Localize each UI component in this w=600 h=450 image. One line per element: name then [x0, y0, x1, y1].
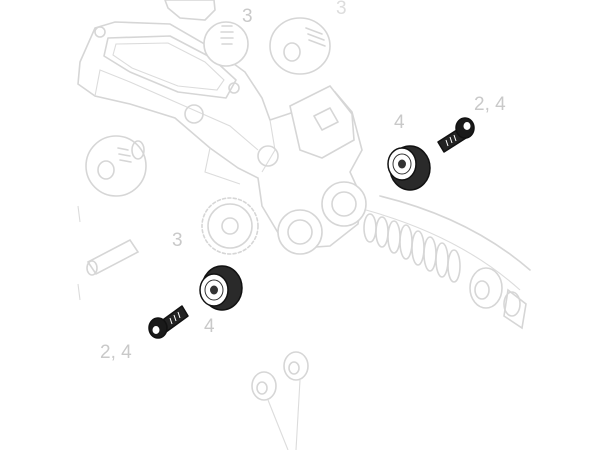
right-end-cap-face [503, 291, 521, 317]
lever-boss [184, 104, 204, 124]
callout-top-b: 3 [336, 0, 347, 19]
left-edge-fragment-1 [77, 205, 81, 223]
right-end-cap [503, 288, 527, 330]
left-bleed-thread [117, 147, 132, 163]
callout-right-washer: 4 [394, 112, 405, 133]
ghosted-assembly [77, 0, 531, 450]
top-knob [164, 0, 216, 21]
body-contour-2 [204, 147, 241, 185]
adjuster-gear-rim [207, 203, 253, 249]
left-small-washer [131, 140, 145, 160]
body-boss [257, 145, 279, 167]
left-edge-fragment-2 [77, 283, 81, 301]
return-spring [363, 213, 461, 283]
bolt-lower-left [148, 305, 189, 339]
bottom-bushing-b-inner [256, 381, 268, 395]
bolt-upper-right [437, 117, 475, 153]
reservoir-screw-2 [228, 82, 240, 94]
push-rod [379, 195, 531, 271]
top-right-plug-thread [305, 27, 326, 47]
washer-upper-right [387, 145, 431, 191]
bottom-bushing-b [251, 371, 277, 401]
highlighted-parts [148, 117, 475, 339]
pivot-ear-lower [277, 209, 323, 255]
left-bleed-port [85, 135, 147, 197]
body-contour-1 [94, 69, 259, 151]
callout-top-a: 3 [242, 6, 253, 27]
pivot-ear-upper-hole [331, 191, 357, 217]
reservoir-window-inner [112, 42, 225, 91]
pivot-ear-lower-hole [287, 219, 313, 245]
pivot-ear-upper [321, 181, 367, 227]
callout-left-three: 3 [172, 230, 183, 251]
left-bleed-port-inner [97, 160, 115, 180]
callout-left-washer: 4 [204, 316, 215, 337]
adjuster-gear [201, 197, 259, 255]
top-screw-thread [220, 25, 234, 45]
bottom-guide-lines [267, 379, 301, 450]
bottom-bushing-a [283, 351, 309, 381]
left-pin [86, 238, 140, 276]
left-pin-end [86, 260, 98, 276]
reservoir-window [103, 35, 237, 99]
bracket-tab [289, 84, 355, 159]
washer-lower-left [199, 265, 243, 311]
top-right-plug-inner [283, 42, 301, 62]
callout-left-bolt: 2, 4 [100, 342, 132, 363]
callout-right-bolt: 2, 4 [474, 94, 506, 115]
reservoir-screw [94, 26, 106, 38]
bracket-slot [313, 107, 339, 131]
bottom-bushing-a-inner [288, 361, 300, 375]
adjuster-gear-hub [221, 217, 239, 235]
callout-labels: 3 3 4 2, 4 3 4 2, 4 [100, 0, 506, 363]
right-piston-inner [474, 280, 490, 300]
push-rod-2 [365, 209, 521, 291]
top-right-plug [269, 17, 331, 75]
